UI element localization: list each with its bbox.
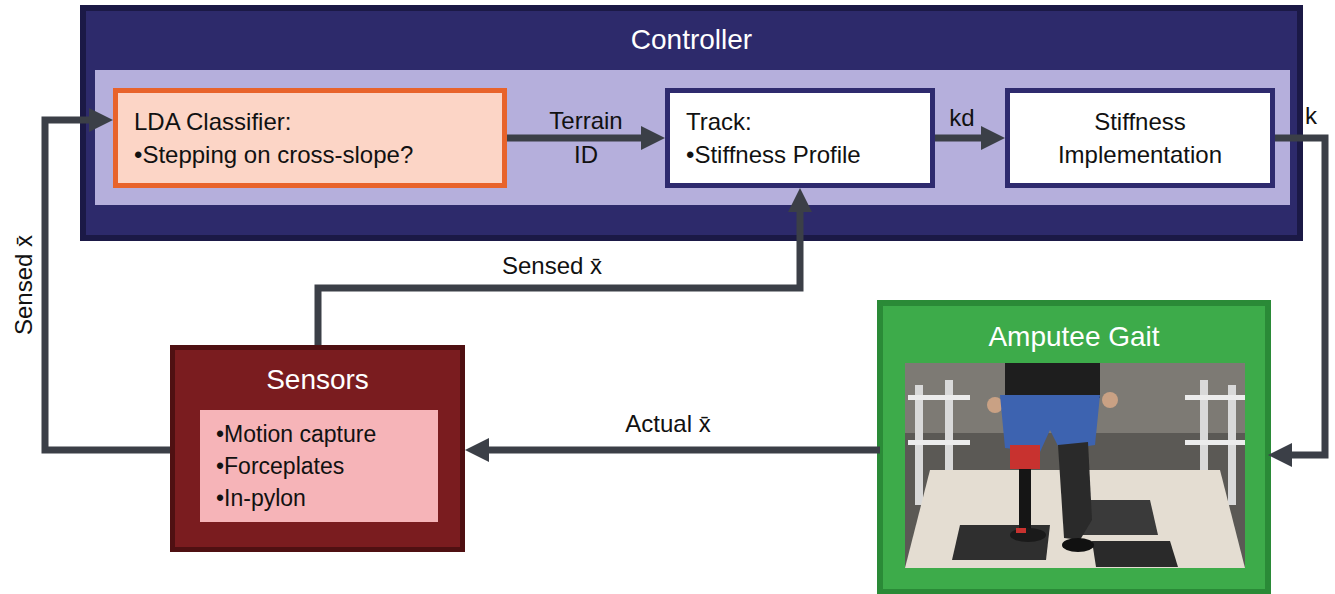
gait-photo bbox=[905, 363, 1245, 568]
flow-arrow bbox=[479, 447, 880, 454]
prosthetic-foot bbox=[1010, 528, 1046, 542]
flow-arrow bbox=[1275, 138, 1325, 455]
edge-label: Actual x̄ bbox=[625, 410, 710, 438]
gait-box: Amputee Gait bbox=[880, 303, 1268, 592]
railing-bar bbox=[1185, 440, 1245, 445]
panel-title: Controller bbox=[83, 24, 1300, 56]
prosthetic-pylon bbox=[1019, 469, 1031, 529]
shoe bbox=[1062, 538, 1094, 552]
flow-arrow bbox=[318, 202, 800, 345]
list-item: •In-pylon bbox=[216, 482, 306, 514]
gait-panel bbox=[880, 303, 1268, 592]
railing-bar bbox=[908, 395, 970, 400]
edge-label: Sensed x̄ bbox=[502, 252, 602, 280]
railing-bar bbox=[1185, 395, 1245, 400]
intact-leg bbox=[1058, 442, 1092, 540]
forceplate bbox=[1092, 541, 1178, 567]
prosthetic-knee bbox=[1010, 445, 1040, 469]
foot-marker bbox=[1016, 528, 1026, 533]
controller-box: ControllerLDA Classifier:•Stepping on cr… bbox=[83, 8, 1300, 238]
box-text: Stiffness Implementation bbox=[1058, 105, 1222, 171]
edge-label: Sensed x̄ bbox=[10, 235, 38, 335]
railing-bar bbox=[908, 440, 970, 445]
sensor-box: Sensors •Motion capture•Forceplates•In-py… bbox=[170, 345, 465, 552]
list-item: •Motion capture bbox=[216, 418, 376, 450]
process-box: Stiffness Implementation bbox=[1005, 88, 1275, 188]
controller-band bbox=[95, 70, 1290, 205]
box-text: LDA Classifier: bbox=[134, 105, 291, 138]
controller-panel bbox=[83, 8, 1300, 238]
subject-shirt bbox=[1005, 363, 1100, 398]
classifier-box: LDA Classifier:•Stepping on cross-slope? bbox=[113, 88, 507, 188]
edge-label: k bbox=[1305, 102, 1317, 130]
forceplate bbox=[952, 525, 1050, 560]
process-box: Track:•Stiffness Profile bbox=[665, 88, 935, 188]
flow-arrow bbox=[935, 135, 991, 142]
box-text: •Stepping on cross-slope? bbox=[134, 138, 413, 171]
photo-ground bbox=[905, 363, 1245, 568]
subject-hand bbox=[1102, 392, 1118, 408]
box-text: Track: bbox=[686, 105, 752, 138]
list-item: •Forceplates bbox=[216, 450, 344, 482]
panel-title: Amputee Gait bbox=[880, 321, 1268, 353]
panel-title: Sensors bbox=[175, 364, 460, 396]
sensor-list: •Motion capture•Forceplates•In-pylon bbox=[200, 410, 438, 522]
flow-arrow bbox=[507, 135, 651, 142]
box-text: •Stiffness Profile bbox=[686, 138, 861, 171]
edge-label: Terrain ID bbox=[549, 104, 622, 172]
edge-label: kd bbox=[949, 104, 974, 132]
